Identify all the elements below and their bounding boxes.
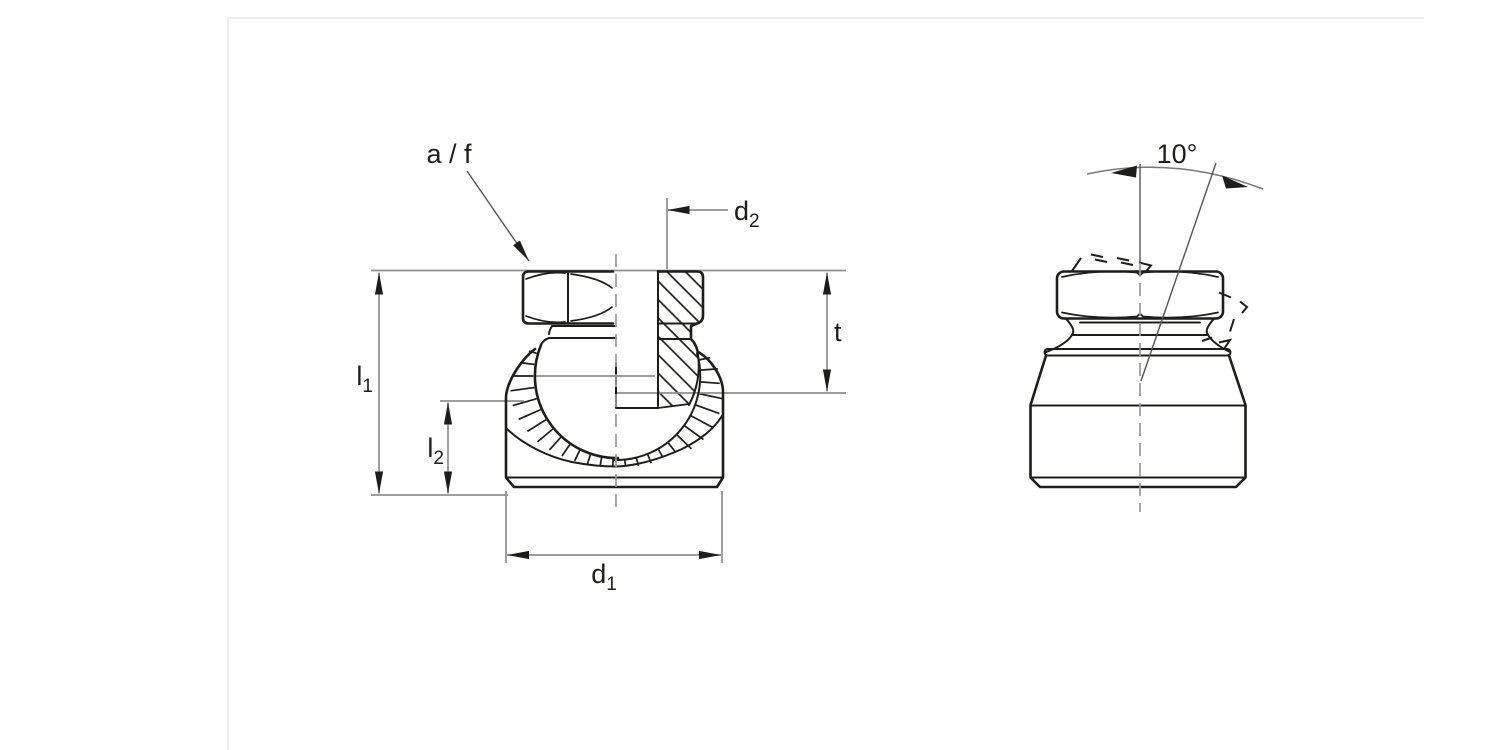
tilted-position-phantom [1071,253,1249,350]
label-l1: l1 [356,361,373,397]
label-d2: d2 [734,196,760,232]
socket-shell-hatch [510,350,723,467]
label-d1: d1 [591,559,617,595]
labels: a / f d2 t l1 l2 d1 10° [356,139,1197,595]
dimension-lines [371,198,846,563]
side-view [1029,162,1264,512]
label-l2: l2 [427,433,444,469]
angle-arrow-left [1111,165,1137,178]
front-section-view [371,170,846,563]
panel-border [227,17,1424,750]
label-angle: 10° [1157,139,1198,169]
axis-tilted [1140,162,1217,382]
leader-af [466,170,530,262]
label-t: t [834,317,842,347]
part-fills-side [1031,271,1246,487]
angle-arrow-right [1222,175,1248,189]
dim-angle [1086,165,1264,190]
label-af: a / f [426,139,472,169]
